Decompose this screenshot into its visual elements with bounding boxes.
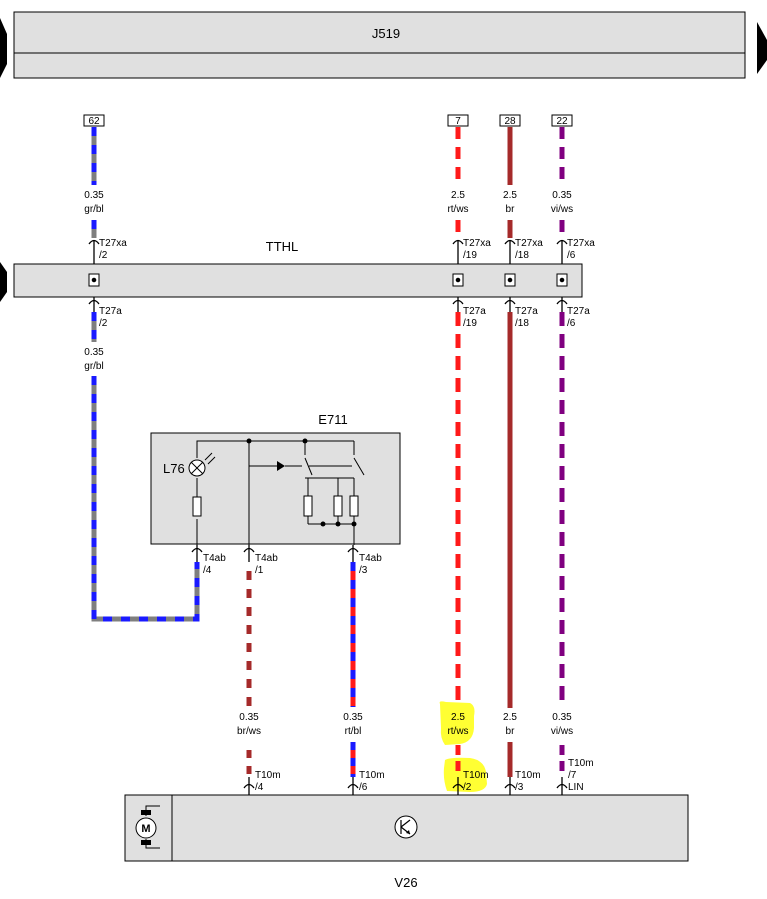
svg-text:2.5: 2.5 [451, 190, 465, 201]
svg-text:2.5: 2.5 [503, 712, 517, 723]
lamp-icon [188, 452, 216, 477]
svg-text:T27a: T27a [99, 306, 122, 317]
svg-text:T10m: T10m [568, 758, 594, 769]
svg-text:gr/bl: gr/bl [84, 204, 103, 215]
svg-text:br/ws: br/ws [237, 726, 261, 737]
svg-text:0.35: 0.35 [239, 712, 259, 723]
svg-text:0.35: 0.35 [552, 712, 572, 723]
svg-text:T27a: T27a [463, 306, 486, 317]
svg-text:br: br [506, 204, 516, 215]
wire-gr-bl [91, 127, 200, 622]
svg-text:M: M [141, 823, 150, 835]
wire-label-vi-ws-upper: 0.35 vi/ws [551, 190, 573, 215]
svg-text:T4ab: T4ab [203, 553, 226, 564]
svg-text:T10m: T10m [255, 770, 281, 781]
harness-label: TTHL [266, 239, 299, 254]
svg-text:/18: /18 [515, 250, 529, 261]
svg-text:LIN: LIN [568, 782, 584, 793]
harness-tthl: TTHL [0, 239, 583, 302]
svg-text:T4ab: T4ab [359, 553, 382, 564]
svg-text:/19: /19 [463, 318, 477, 329]
svg-text:gr/bl: gr/bl [84, 361, 103, 372]
svg-text:T10m: T10m [359, 770, 385, 781]
svg-text:/6: /6 [567, 250, 576, 261]
svg-text:/19: /19 [463, 250, 477, 261]
svg-text:0.35: 0.35 [343, 712, 363, 723]
svg-text:T27xa: T27xa [567, 238, 595, 249]
wire-label-br-lower: 2.5 br [503, 712, 517, 737]
svg-text:0.35: 0.35 [84, 347, 104, 358]
svg-text:2.5: 2.5 [451, 712, 465, 723]
svg-text:22: 22 [556, 116, 568, 127]
connector-t27a-symbols [88, 297, 568, 312]
svg-text:T27xa: T27xa [99, 238, 127, 249]
switch-unit-e711: E711 [150, 412, 401, 545]
svg-text:T27a: T27a [567, 306, 590, 317]
svg-text:/6: /6 [567, 318, 576, 329]
svg-text:/1: /1 [255, 565, 264, 576]
connector-t10m-symbols [243, 777, 568, 795]
switch-unit-label: E711 [318, 412, 347, 427]
svg-text:62: 62 [88, 116, 100, 127]
highlight-marks [439, 701, 487, 792]
svg-text:rt/ws: rt/ws [447, 204, 468, 215]
wire-label-br-upper: 2.5 br [503, 190, 517, 215]
control-unit-label: J519 [372, 26, 400, 41]
svg-text:/3: /3 [359, 565, 368, 576]
lamp-label: L76 [163, 461, 185, 476]
svg-text:T10m: T10m [515, 770, 541, 781]
svg-text:br: br [506, 726, 516, 737]
wire-label-rt-bl: 0.35 rt/bl [343, 712, 363, 737]
wire-label-vi-ws-lower: 0.35 vi/ws [551, 712, 573, 737]
connector-t4ab-symbols [191, 545, 359, 562]
wire-label-gr-bl-upper: 0.35 gr/bl [84, 190, 104, 215]
svg-text:/4: /4 [255, 782, 264, 793]
svg-text:rt/ws: rt/ws [447, 726, 468, 737]
wire-label-rt-ws-upper: 2.5 rt/ws [447, 190, 468, 215]
svg-text:/2: /2 [99, 318, 108, 329]
svg-text:/4: /4 [203, 565, 212, 576]
connector-t27a-labels: T27a /2 T27a /19 T27a /18 T27a /6 [99, 306, 590, 329]
wire-label-br-ws: 0.35 br/ws [237, 712, 261, 737]
control-unit-j519: J519 [0, 11, 767, 79]
harness-pass-through-boxes [88, 273, 568, 287]
svg-text:rt/bl: rt/bl [345, 726, 362, 737]
motor-label: V26 [394, 875, 417, 890]
svg-text:/2: /2 [463, 782, 472, 793]
svg-text:T27xa: T27xa [463, 238, 491, 249]
svg-text:/6: /6 [359, 782, 368, 793]
svg-text:vi/ws: vi/ws [551, 726, 573, 737]
svg-text:T10m: T10m [463, 770, 489, 781]
svg-text:0.35: 0.35 [552, 190, 572, 201]
connector-t27xa-labels: T27xa /2 T27xa /19 T27xa /18 T27xa /6 [99, 238, 595, 261]
connector-t27xa-symbols [88, 239, 568, 264]
svg-text:2.5: 2.5 [503, 190, 517, 201]
svg-text:T27xa: T27xa [515, 238, 543, 249]
svg-text:/18: /18 [515, 318, 529, 329]
svg-text:/2: /2 [99, 250, 108, 261]
svg-text:28: 28 [504, 116, 516, 127]
wire-label-rt-ws-lower: 2.5 rt/ws [447, 712, 468, 737]
pin-box-22: 22 [551, 114, 573, 127]
connector-t4ab-labels: T4ab /4 T4ab /1 T4ab /3 [203, 553, 382, 576]
svg-text:7: 7 [455, 116, 461, 127]
motor-unit-v26: M V26 [124, 794, 689, 890]
wire-label-gr-bl-lower: 0.35 gr/bl [84, 347, 104, 372]
connector-t10m-labels: T10m /4 T10m /6 T10m /2 T10m /3 T10m /7 … [255, 758, 594, 793]
electronic-module-icon [394, 815, 418, 839]
pin-box-62: 62 [83, 114, 105, 127]
svg-text:/3: /3 [515, 782, 524, 793]
pin-box-28: 28 [499, 114, 521, 127]
svg-text:0.35: 0.35 [84, 190, 104, 201]
motor-icon: M [135, 805, 160, 849]
svg-text:T27a: T27a [515, 306, 538, 317]
svg-text:vi/ws: vi/ws [551, 204, 573, 215]
svg-text:/7: /7 [568, 770, 577, 781]
svg-text:T4ab: T4ab [255, 553, 278, 564]
pin-box-7: 7 [447, 114, 469, 127]
